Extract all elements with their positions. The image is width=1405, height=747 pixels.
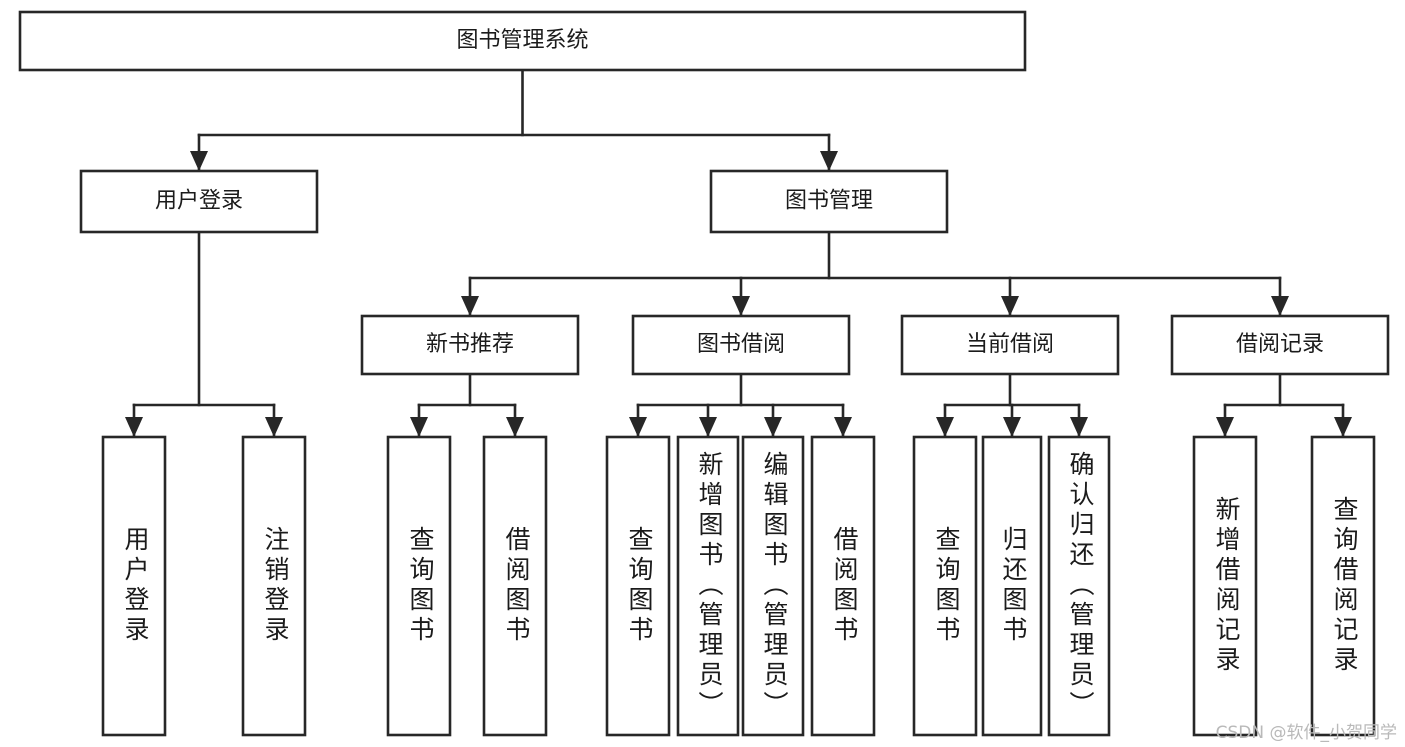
- leaf-node-2-box[interactable]: [386, 435, 452, 737]
- leaf-node-6-label: 编辑图书（管理员）: [760, 451, 789, 721]
- leaf-node-10-box[interactable]: [1047, 435, 1111, 737]
- level2-2-to-leaves-arrow-2: [1070, 417, 1088, 437]
- root-to-level1-arrow-0: [190, 151, 208, 171]
- leaf-node-0-label: 用户登录: [121, 526, 150, 646]
- level1-node-1-box[interactable]: [709, 169, 949, 234]
- level2-node-2-box[interactable]: [900, 314, 1120, 376]
- leaf-node-11[interactable]: 新增借阅记录: [1192, 435, 1258, 737]
- level2-node-3-label: 借阅记录: [1236, 332, 1324, 357]
- level2-node-3[interactable]: 借阅记录: [1170, 314, 1390, 376]
- leaf-node-11-label: 新增借阅记录: [1212, 496, 1241, 676]
- level2-node-1[interactable]: 图书借阅: [631, 314, 851, 376]
- leaf-node-10[interactable]: 确认归还（管理员）: [1047, 435, 1111, 737]
- leaf-node-9[interactable]: 归还图书: [981, 435, 1043, 737]
- leaf-node-3-label: 借阅图书: [502, 526, 531, 646]
- leaf-node-9-label: 归还图书: [999, 526, 1028, 646]
- leaf-node-12-box[interactable]: [1310, 435, 1376, 737]
- leaf-node-1[interactable]: 注销登录: [241, 435, 307, 737]
- leaf-node-8-label: 查询图书: [932, 526, 961, 646]
- level2-node-0-label: 新书推荐: [426, 332, 514, 357]
- leaf-node-8[interactable]: 查询图书: [912, 435, 978, 737]
- level2-node-0[interactable]: 新书推荐: [360, 314, 580, 376]
- leaf-node-4[interactable]: 查询图书: [605, 435, 671, 737]
- level2-3-to-leaves-arrow-0: [1216, 417, 1234, 437]
- leaf-node-1-box[interactable]: [241, 435, 307, 737]
- leaf-node-9-box[interactable]: [981, 435, 1043, 737]
- level2-0-to-leaves-arrow-0: [410, 417, 428, 437]
- watermark-text: CSDN @软件_小贺同学: [1215, 723, 1397, 743]
- leaf-node-7-label: 借阅图书: [830, 526, 859, 646]
- level2-node-0-box[interactable]: [360, 314, 580, 376]
- leaf-node-7[interactable]: 借阅图书: [810, 435, 876, 737]
- leaf-node-12-label: 查询借阅记录: [1330, 496, 1359, 676]
- leaf-node-4-box[interactable]: [605, 435, 671, 737]
- level2-1-to-leaves-arrow-3: [834, 417, 852, 437]
- level2-node-1-box[interactable]: [631, 314, 851, 376]
- level2-2-to-leaves-arrow-1: [1003, 417, 1021, 437]
- leaf-node-6-box[interactable]: [741, 435, 805, 737]
- level2-3-to-leaves-arrow-1: [1334, 417, 1352, 437]
- leaf-node-3-box[interactable]: [482, 435, 548, 737]
- book-mgmt-to-level2-arrow-1: [732, 296, 750, 316]
- root-node-label: 图书管理系统: [456, 28, 588, 53]
- leaf-node-4-label: 查询图书: [625, 526, 654, 646]
- leaf-node-5-label: 新增图书（管理员）: [695, 451, 724, 721]
- level2-node-2[interactable]: 当前借阅: [900, 314, 1120, 376]
- user-login-to-leaves-arrow-1: [265, 417, 283, 437]
- level2-1-to-leaves-arrow-2: [764, 417, 782, 437]
- leaf-node-10-label: 确认归还（管理员）: [1066, 451, 1095, 721]
- book-mgmt-to-level2-arrow-3: [1271, 296, 1289, 316]
- leaf-node-12[interactable]: 查询借阅记录: [1310, 435, 1376, 737]
- leaf-node-2-label: 查询图书: [406, 526, 435, 646]
- leaf-node-2[interactable]: 查询图书: [386, 435, 452, 737]
- level1-node-1[interactable]: 图书管理: [709, 169, 949, 234]
- level2-node-2-label: 当前借阅: [966, 332, 1054, 357]
- user-login-to-leaves-arrow-0: [125, 417, 143, 437]
- level1-node-0[interactable]: 用户登录: [79, 169, 319, 234]
- root-node-box[interactable]: [18, 10, 1027, 72]
- leaf-node-0-box[interactable]: [101, 435, 167, 737]
- leaf-node-6[interactable]: 编辑图书（管理员）: [741, 435, 805, 737]
- leaf-node-8-box[interactable]: [912, 435, 978, 737]
- leaf-node-1-label: 注销登录: [261, 526, 290, 646]
- level2-0-to-leaves-arrow-1: [506, 417, 524, 437]
- leaf-node-3[interactable]: 借阅图书: [482, 435, 548, 737]
- root-to-level1-arrow-1: [820, 151, 838, 171]
- level2-node-1-label: 图书借阅: [697, 332, 785, 357]
- leaf-node-5[interactable]: 新增图书（管理员）: [676, 435, 740, 737]
- level1-node-0-label: 用户登录: [155, 189, 243, 214]
- level2-1-to-leaves-arrow-0: [629, 417, 647, 437]
- level2-1-to-leaves-arrow-1: [699, 417, 717, 437]
- connector-layer: [125, 68, 1352, 438]
- node-layer: 图书管理系统用户登录图书管理新书推荐图书借阅当前借阅借阅记录用户登录注销登录查询…: [18, 10, 1390, 737]
- book-mgmt-to-level2-arrow-0: [461, 296, 479, 316]
- root-node[interactable]: 图书管理系统: [18, 10, 1027, 72]
- book-mgmt-to-level2-arrow-2: [1001, 296, 1019, 316]
- level2-2-to-leaves-arrow-0: [936, 417, 954, 437]
- leaf-node-7-box[interactable]: [810, 435, 876, 737]
- level2-node-3-box[interactable]: [1170, 314, 1390, 376]
- level1-node-0-box[interactable]: [79, 169, 319, 234]
- level1-node-1-label: 图书管理: [785, 189, 873, 214]
- leaf-node-11-box[interactable]: [1192, 435, 1258, 737]
- leaf-node-0[interactable]: 用户登录: [101, 435, 167, 737]
- leaf-node-5-box[interactable]: [676, 435, 740, 737]
